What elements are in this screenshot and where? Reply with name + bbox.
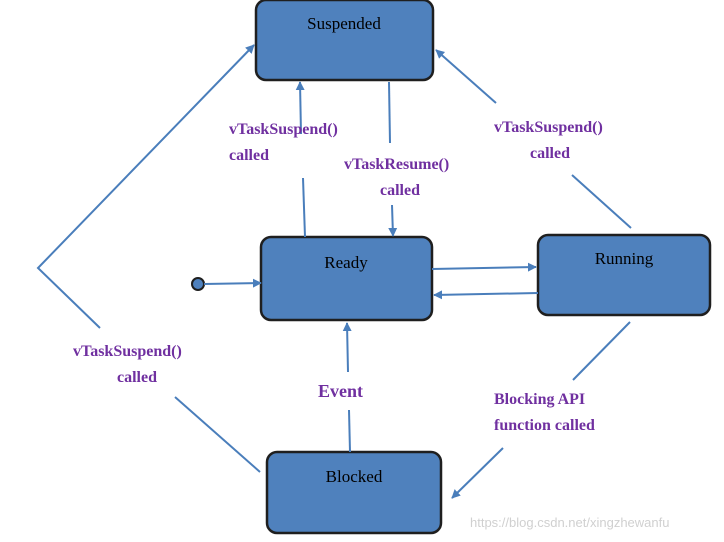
label-event: Event	[318, 381, 363, 401]
arrow-suspended-to-ready-lower	[388, 204, 398, 237]
label-ready-to-suspended-line2: called	[229, 147, 269, 164]
state-ready-box	[259, 235, 434, 322]
label-suspended-to-ready: vTaskResume() called	[344, 156, 449, 199]
state-ready-label: Ready	[324, 253, 368, 272]
state-suspended-box	[254, 0, 435, 82]
arrow-ready-to-running	[431, 262, 537, 272]
label-running-to-suspended-line2: called	[530, 145, 570, 162]
arrow-blocked-to-suspended-lower	[174, 396, 261, 473]
label-ready-to-suspended-line1: vTaskSuspend()	[229, 121, 338, 138]
arrow-running-to-blocked-upper	[572, 321, 631, 381]
label-running-to-blocked-line2: function called	[494, 417, 595, 434]
label-running-to-suspended: vTaskSuspend() called	[494, 119, 603, 162]
arrow-blocked-to-ready-lower	[348, 409, 351, 453]
state-blocked-box	[265, 450, 443, 535]
state-blocked-label: Blocked	[326, 467, 383, 486]
state-running-label: Running	[595, 249, 654, 268]
label-running-to-suspended-line1: vTaskSuspend()	[494, 119, 603, 136]
arrow-running-to-suspended-lower	[571, 174, 632, 229]
arrow-ready-to-suspended-lower	[302, 177, 306, 238]
arrow-blocked-to-suspended-upper	[36, 44, 255, 329]
arrow-blocked-to-ready-upper	[342, 322, 352, 373]
watermark: https://blog.csdn.net/xingzhewanfu	[470, 515, 669, 530]
state-suspended: Suspended	[254, 0, 435, 82]
state-ready: Ready	[259, 235, 434, 322]
label-running-to-blocked-line1: Blocking API	[494, 391, 585, 408]
label-ready-to-suspended: vTaskSuspend() called	[229, 121, 338, 164]
arrow-running-to-blocked-lower	[451, 447, 504, 499]
label-blocked-to-suspended-line2: called	[117, 369, 157, 386]
state-suspended-label: Suspended	[307, 14, 381, 33]
state-blocked: Blocked	[265, 450, 443, 535]
arrow-running-to-ready	[433, 290, 539, 300]
state-running: Running	[536, 233, 712, 317]
state-running-box	[536, 233, 712, 317]
label-running-to-blocked: Blocking API function called	[494, 391, 595, 434]
label-blocked-to-suspended: vTaskSuspend() called	[73, 343, 182, 386]
label-blocked-to-suspended-line1: vTaskSuspend()	[73, 343, 182, 360]
label-suspended-to-ready-line1: vTaskResume()	[344, 156, 449, 173]
arrow-ready-to-suspended-upper	[295, 81, 305, 135]
arrow-running-to-suspended-upper	[435, 49, 497, 104]
label-suspended-to-ready-line2: called	[380, 182, 420, 199]
initial-state-dot	[191, 277, 205, 291]
arrow-initial-to-ready	[203, 278, 262, 288]
arrow-suspended-to-ready-upper	[388, 81, 391, 144]
